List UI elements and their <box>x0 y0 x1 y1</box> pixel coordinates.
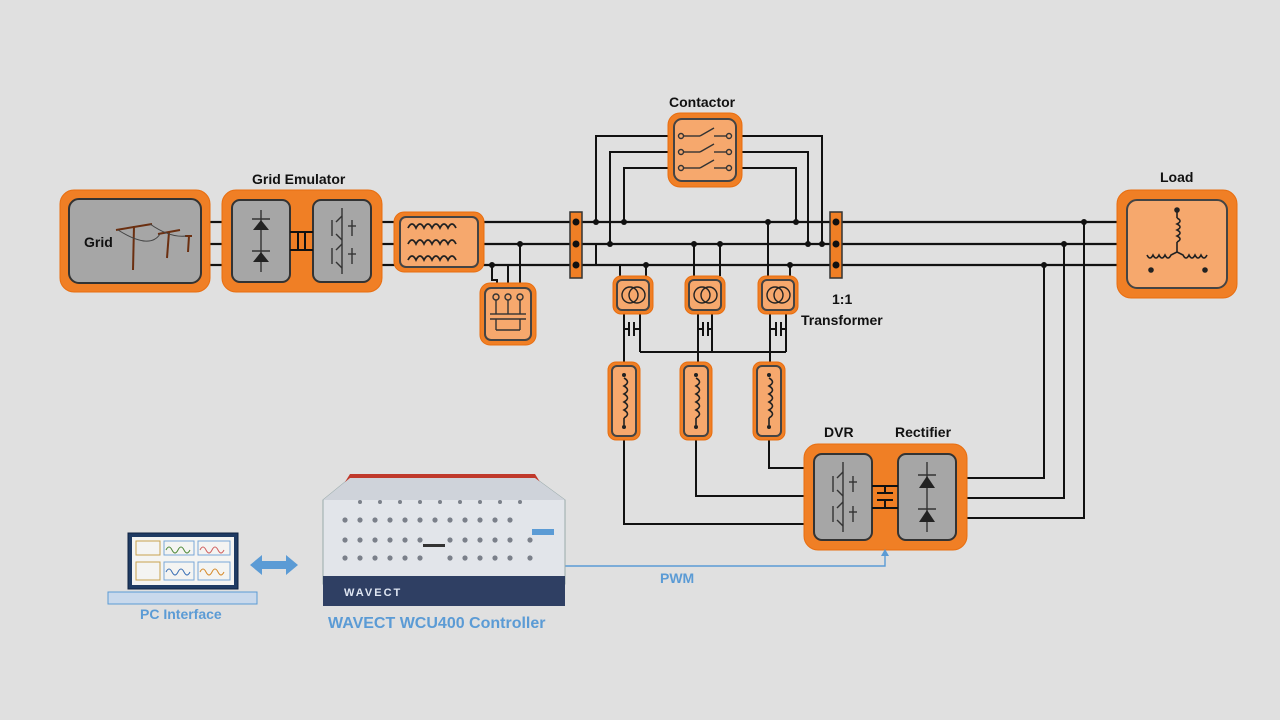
capacitor-bank-icon <box>490 293 526 331</box>
wye-load-icon <box>1146 207 1208 273</box>
transformer-connections <box>595 219 793 276</box>
power-line-icon <box>115 223 192 271</box>
transformer-a <box>612 275 654 315</box>
filter-capacitors <box>623 314 787 366</box>
right-busbar <box>829 211 843 279</box>
main-bus-wires <box>208 220 1118 267</box>
pc-interface: PC Interface <box>107 532 258 622</box>
load-block: Load <box>1116 169 1238 299</box>
bidirectional-arrow-icon <box>250 555 298 575</box>
grid-emulator-label: Grid Emulator <box>252 171 346 187</box>
dvr-dc-capacitor-icon <box>872 485 898 509</box>
controller-brand: WAVECT <box>344 587 402 599</box>
wavect-controller: WAVECT WAVECT WCU400 Controller <box>322 474 566 632</box>
filter-inductor-b <box>679 361 713 441</box>
left-busbar <box>569 211 583 279</box>
pc-screen-plots <box>135 540 231 581</box>
dvr-input-wires <box>623 438 806 525</box>
pc-interface-label: PC Interface <box>140 606 222 622</box>
inductor-coil-icon <box>407 223 457 263</box>
igbt-dvr-icon <box>832 462 857 532</box>
contactor-block: Contactor <box>667 94 743 188</box>
capacitor-bank-block <box>479 282 537 346</box>
grid-label: Grid <box>84 234 113 250</box>
rectifier-supply-wires <box>966 219 1087 519</box>
load-label: Load <box>1160 169 1193 185</box>
grid-emulator-block: Grid Emulator <box>221 171 383 293</box>
line-inductor-block <box>393 211 485 273</box>
pwm-signal: PWM <box>556 549 889 586</box>
transformer-c <box>757 275 799 315</box>
dc-link-capacitor-icon <box>290 231 313 251</box>
controller-panel-dots <box>342 500 533 561</box>
filter-inductor-c <box>752 361 786 441</box>
controller-label: WAVECT WCU400 Controller <box>328 615 546 632</box>
filter-inductor-a <box>607 361 641 441</box>
dvr-label: DVR <box>824 424 854 440</box>
series-transformers: 1:1 Transformer <box>612 275 883 328</box>
transformer-b <box>684 275 726 315</box>
pwm-label: PWM <box>660 570 694 586</box>
filter-inductors <box>607 361 786 441</box>
dvr-rectifier-block: DVR Rectifier <box>803 424 968 551</box>
grid-block: Grid <box>59 189 211 293</box>
rectifier-label: Rectifier <box>895 424 952 440</box>
transformer-ratio-label: 1:1 <box>832 291 852 307</box>
contactor-bypass-wires <box>593 135 825 247</box>
contactor-switch-icon <box>677 127 733 172</box>
igbt-inverter-icon <box>331 208 356 274</box>
transformer-label: Transformer <box>801 312 883 328</box>
contactor-label: Contactor <box>669 94 736 110</box>
diode-rectifier-icon <box>252 210 270 272</box>
rectifier-diode-icon <box>918 462 936 532</box>
